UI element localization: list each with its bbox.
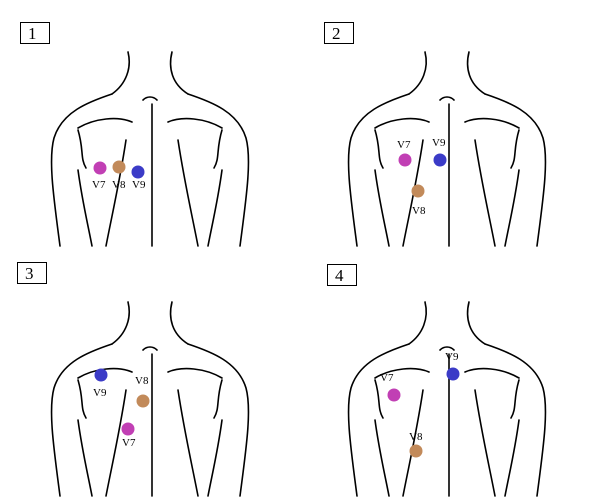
torso-line [187, 343, 250, 497]
torso-outline [50, 301, 250, 497]
torso-outline [347, 301, 547, 497]
torso-line [374, 419, 390, 497]
torso-line [408, 51, 427, 95]
label-v8: V8 [112, 179, 126, 191]
torso-line [77, 379, 87, 419]
panel-number-box: 3 [17, 262, 47, 284]
torso-line [50, 343, 113, 497]
torso-line [207, 419, 223, 497]
torso-line [187, 93, 250, 247]
torso-line [439, 96, 455, 101]
electrode-v8 [136, 394, 150, 408]
torso-outline [347, 51, 547, 247]
torso-line [464, 367, 520, 379]
torso-line [169, 301, 189, 345]
torso-line [504, 419, 520, 497]
torso-line [111, 51, 130, 95]
torso-line [474, 389, 496, 497]
torso-line [169, 51, 189, 95]
electrode-v7 [398, 153, 412, 167]
torso-line [408, 301, 427, 345]
label-v8: V8 [135, 375, 149, 387]
electrode-group: V7 V8 V9 [93, 368, 150, 449]
torso-line [105, 139, 127, 247]
back-torso-drawing: V7 V8 V9 [50, 301, 250, 497]
panel-2: 2 V7 V8 V9 [297, 0, 594, 250]
label-v9: V9 [445, 351, 459, 363]
panel-1: 1 V7 V8 V9 [0, 0, 297, 250]
torso-line [504, 169, 520, 247]
panel-number-box: 2 [324, 22, 354, 44]
electrode-v9 [94, 368, 108, 382]
back-torso-drawing: V7 V8 V9 [347, 301, 547, 497]
torso-line [167, 117, 223, 129]
label-v8: V8 [409, 431, 423, 443]
panel-4: 4 V7 V8 V9 [297, 250, 594, 500]
electrode-v7 [93, 161, 107, 175]
torso-outline [50, 51, 250, 247]
torso-line [374, 367, 430, 379]
torso-line [77, 419, 93, 497]
electrode-group: V7 V8 V9 [92, 160, 146, 191]
electrode-v8 [112, 160, 126, 174]
torso-line [474, 139, 496, 247]
electrode-v7 [121, 422, 135, 436]
torso-line [347, 93, 410, 247]
label-v7: V7 [397, 139, 411, 151]
torso-line [484, 343, 547, 497]
electrode-v9 [131, 165, 145, 179]
torso-line [77, 129, 87, 169]
torso-line [374, 129, 384, 169]
torso-line [177, 389, 199, 497]
electrode-v9 [446, 367, 460, 381]
torso-line [167, 367, 223, 379]
torso-line [77, 117, 133, 129]
torso-line [177, 139, 199, 247]
torso-line [50, 93, 113, 247]
torso-line [77, 367, 133, 379]
label-v7: V7 [92, 179, 106, 191]
torso-line [374, 169, 390, 247]
torso-line [402, 139, 424, 247]
torso-line [213, 379, 223, 419]
torso-line [484, 93, 547, 247]
electrode-v7 [387, 388, 401, 402]
torso-line [374, 379, 384, 419]
panel-number-box: 1 [20, 22, 50, 44]
torso-line [439, 346, 455, 351]
electrode-group: V7 V8 V9 [380, 351, 460, 458]
label-v7: V7 [380, 372, 394, 384]
torso-line [510, 379, 520, 419]
label-v9: V9 [93, 387, 107, 399]
panel-3: 3 V7 V8 V9 [0, 250, 297, 500]
torso-line [347, 343, 410, 497]
torso-line [466, 51, 486, 95]
torso-line [142, 346, 158, 351]
torso-line [142, 96, 158, 101]
torso-line [111, 301, 130, 345]
label-v9: V9 [432, 137, 446, 149]
electrode-v8 [411, 184, 425, 198]
back-torso-drawing: V7 V8 V9 [50, 51, 250, 247]
torso-line [510, 129, 520, 169]
torso-line [105, 389, 127, 497]
label-v8: V8 [412, 205, 426, 217]
torso-line [213, 129, 223, 169]
torso-line [374, 117, 430, 129]
torso-line [207, 169, 223, 247]
panel-number-box: 4 [327, 264, 357, 286]
electrode-group: V7 V8 V9 [397, 137, 447, 217]
torso-line [464, 117, 520, 129]
torso-line [77, 169, 93, 247]
label-v9: V9 [132, 179, 146, 191]
torso-line [402, 389, 424, 497]
torso-line [466, 301, 486, 345]
electrode-v8 [409, 444, 423, 458]
back-torso-drawing: V7 V8 V9 [347, 51, 547, 247]
electrode-v9 [433, 153, 447, 167]
label-v7: V7 [122, 437, 136, 449]
